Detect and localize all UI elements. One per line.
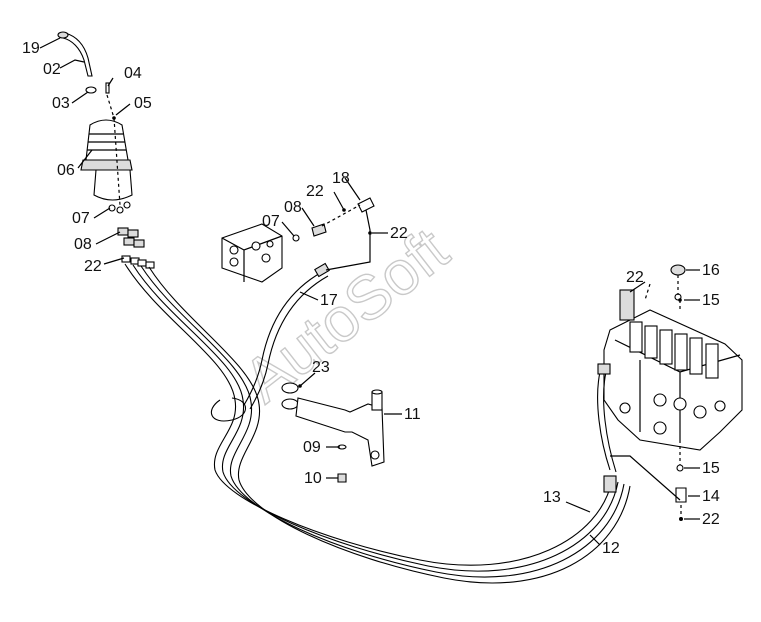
lever-rod-02 [62, 32, 93, 77]
callout-09: 09 [303, 439, 321, 456]
callout-23: 23 [312, 359, 330, 376]
leader-dots [112, 116, 682, 388]
callout-14: 14 [702, 488, 720, 505]
flange-plate [80, 159, 133, 171]
cap-19 [57, 31, 69, 39]
rubber-boot [85, 119, 129, 161]
callout-22-joystick: 22 [84, 258, 102, 275]
callout-17: 17 [320, 292, 338, 309]
callout-22-valve: 22 [626, 269, 644, 286]
callout-22-pipe: 22 [390, 225, 408, 242]
callout-19: 19 [22, 40, 40, 57]
screw-04 [105, 82, 110, 94]
callout-16: 16 [702, 262, 720, 279]
callout-07-block: 07 [262, 213, 280, 230]
callout-06: 06 [57, 162, 75, 179]
callout-03: 03 [52, 95, 70, 112]
callout-02: 02 [43, 61, 61, 78]
callout-18: 18 [332, 170, 350, 187]
callout-04: 04 [124, 65, 142, 82]
joystick-body [93, 169, 133, 201]
callout-15-bottom: 15 [702, 460, 720, 477]
callout-leaders [39, 37, 700, 546]
nut-03 [85, 86, 97, 94]
callout-12: 12 [602, 540, 620, 557]
callout-10: 10 [304, 470, 322, 487]
callout-08-block: 08 [284, 199, 302, 216]
callout-22-block: 22 [306, 183, 324, 200]
callout-07-joystick: 07 [72, 210, 90, 227]
callout-15-top: 15 [702, 292, 720, 309]
callout-11: 11 [404, 406, 421, 423]
main-control-valve [603, 264, 743, 521]
pilot-valve-block [221, 197, 375, 283]
hydraulic-hoses [124, 204, 631, 584]
callout-labels: 19 02 03 04 05 06 07 08 22 07 08 22 18 2… [22, 40, 720, 557]
callout-22-fitting: 22 [702, 511, 720, 528]
mounting-bracket [281, 382, 385, 483]
callout-13: 13 [543, 489, 561, 506]
callout-08-joystick: 08 [74, 236, 92, 253]
joystick-fittings [108, 201, 155, 269]
callout-05: 05 [134, 95, 152, 112]
